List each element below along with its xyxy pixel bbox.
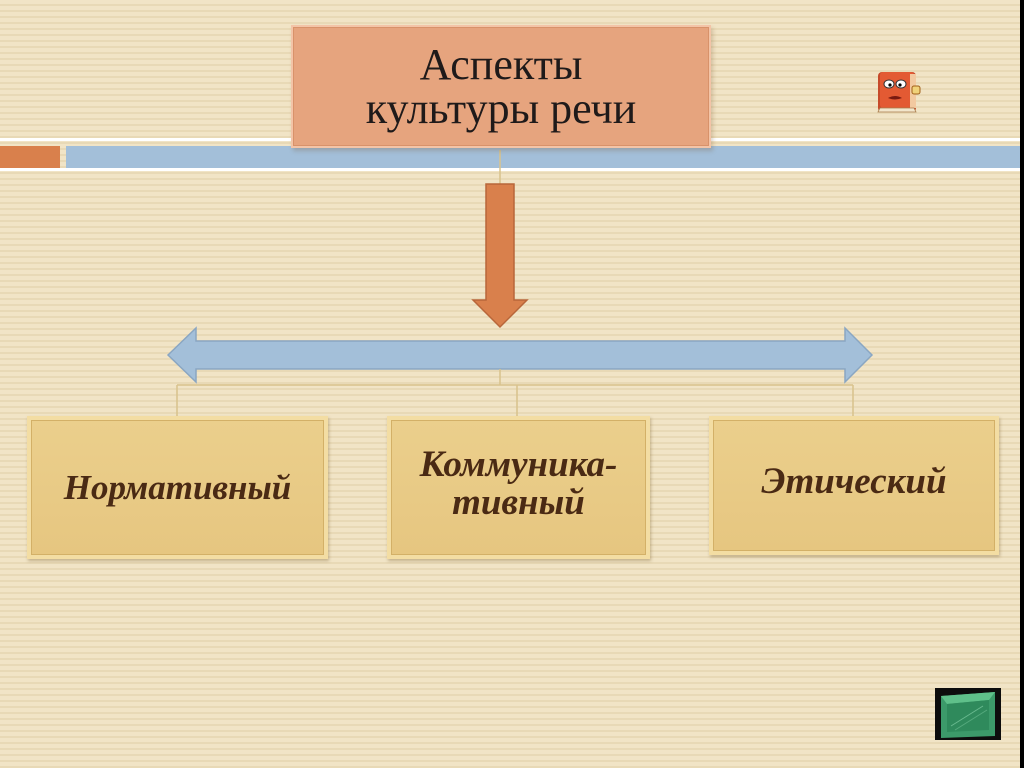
orange-accent-band — [0, 146, 60, 168]
aspect-label-ethical-line1: Этический — [761, 460, 947, 502]
green-navigation-button-icon[interactable] — [935, 688, 1001, 740]
diagram-title: Аспекты культуры речи — [365, 39, 637, 133]
aspect-label-communicative-line1: Коммуника- — [419, 443, 618, 485]
double-headed-arrow — [166, 326, 874, 384]
title-line-2: культуры речи — [365, 83, 637, 133]
aspect-node-normative: Нормативный — [27, 416, 328, 559]
title-box: Аспекты культуры речи — [291, 25, 711, 148]
down-arrow — [471, 183, 529, 329]
aspect-label-communicative: Коммуника- тивный — [419, 443, 618, 523]
aspect-label-normative-line1: Нормативный — [63, 467, 292, 507]
aspect-node-communicative: Коммуника- тивный — [387, 416, 650, 559]
cartoon-book-face-icon[interactable] — [874, 68, 922, 116]
aspect-label-normative: Нормативный — [63, 467, 292, 507]
aspect-label-ethical: Этический — [761, 460, 947, 502]
title-line-1: Аспекты — [419, 39, 583, 89]
bottom-white-rule — [0, 168, 1020, 171]
aspect-label-communicative-line2: тивный — [452, 481, 585, 523]
blue-accent-band — [66, 146, 1020, 168]
aspect-node-ethical: Этический — [709, 416, 999, 555]
